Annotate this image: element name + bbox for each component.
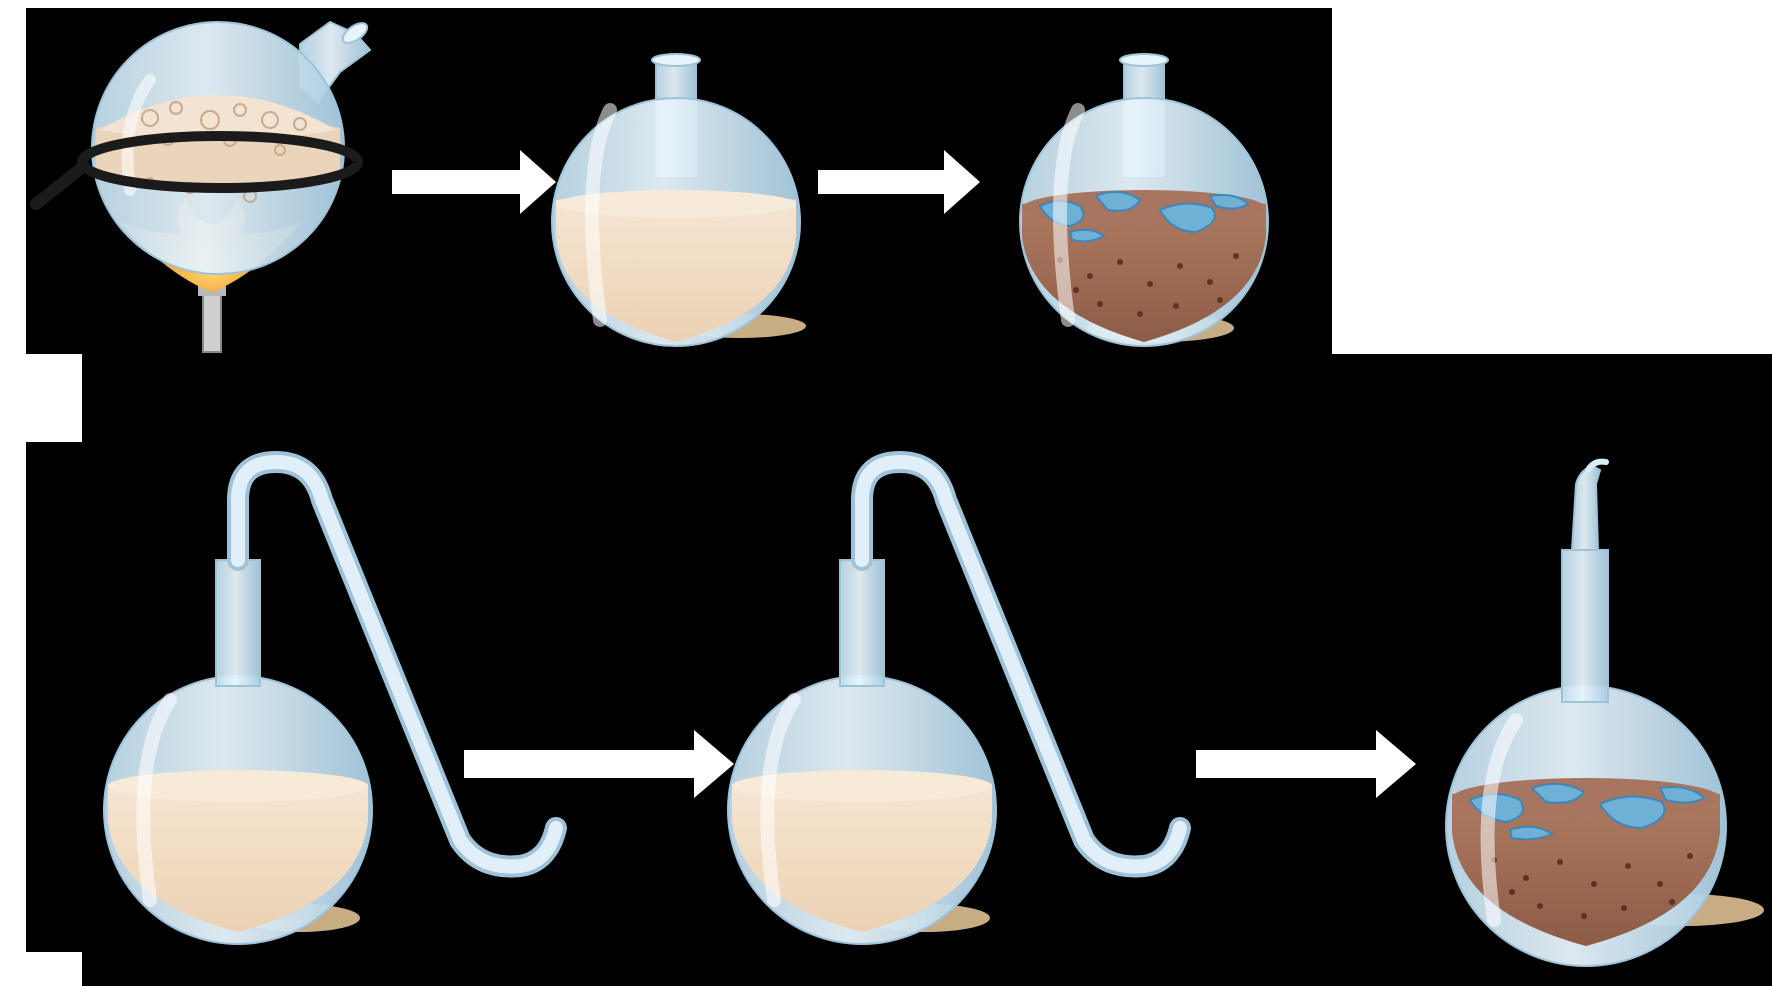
- bottom-caption-box: [82, 952, 1772, 986]
- top-caption-box: [82, 354, 1772, 442]
